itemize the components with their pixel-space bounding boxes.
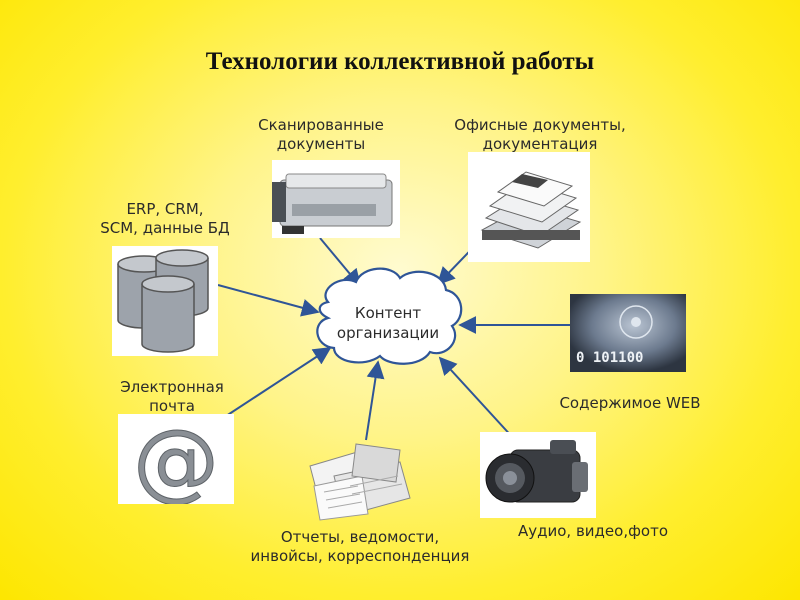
label-erp: ERP, CRM, SCM, данные БД	[80, 200, 250, 238]
database-picture	[112, 246, 218, 356]
database-icon	[112, 246, 218, 356]
paper-reports-icon	[304, 436, 416, 522]
center-label-line1: Контент	[355, 304, 421, 322]
office-documents-icon	[468, 152, 590, 262]
email-at-icon: @	[118, 414, 234, 504]
label-email: Электронная почта	[92, 378, 252, 416]
office-documents-picture	[468, 152, 590, 262]
label-web: Содержимое WEB	[540, 394, 720, 413]
media-picture	[480, 432, 596, 518]
label-reports: Отчеты, ведомости, инвойсы, корреспонден…	[225, 528, 495, 566]
arrow-scanned	[320, 238, 360, 286]
arrow-media	[440, 358, 515, 440]
web-disk-picture: 0 101100	[570, 294, 686, 372]
arrow-reports	[366, 362, 378, 440]
arrow-erp	[218, 285, 318, 312]
label-office: Офисные документы, документация	[430, 116, 650, 154]
label-media: Аудио, видео,фото	[498, 522, 688, 541]
video-camera-icon	[480, 432, 596, 518]
center-label-line2: организации	[337, 324, 439, 342]
email-picture: @	[118, 414, 234, 504]
reports-picture	[304, 436, 416, 522]
label-scanned: Сканированные документы	[236, 116, 406, 154]
scanner-icon	[272, 160, 400, 238]
web-disk-icon: 0 101100	[570, 294, 686, 372]
scanner-picture	[272, 160, 400, 238]
web-image-digits: 0 101100	[576, 350, 643, 366]
email-at-glyph: @	[133, 414, 219, 504]
